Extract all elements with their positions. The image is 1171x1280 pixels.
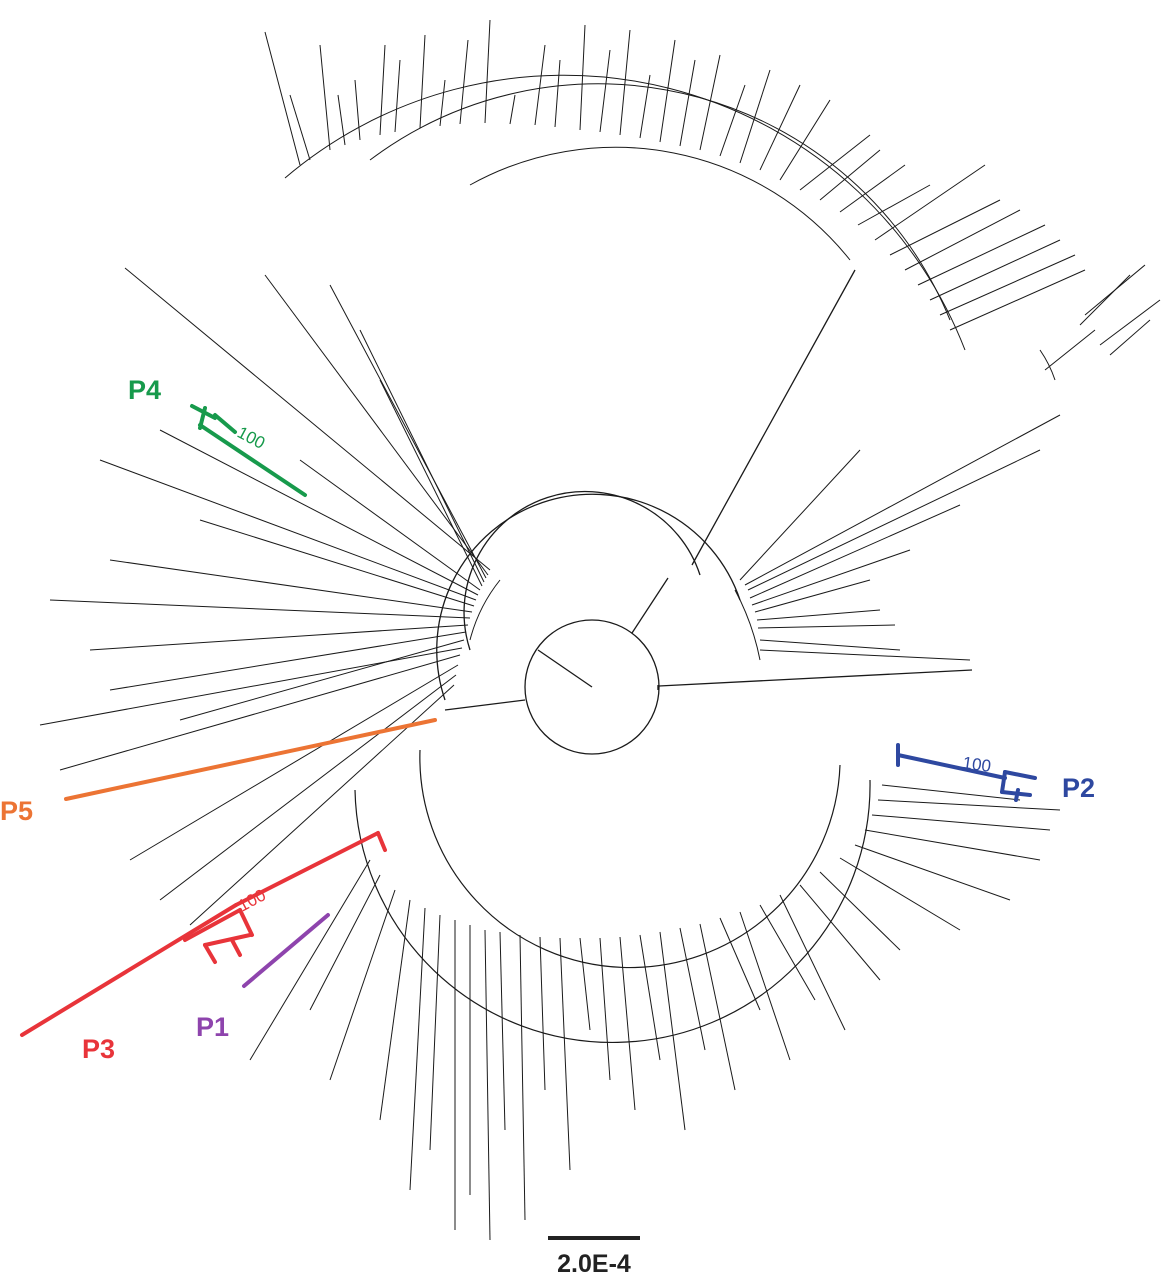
- right-middle-arc: [734, 589, 761, 661]
- root-connector-lower: [444, 699, 526, 711]
- tree-root-structure: [436, 269, 973, 755]
- label-p1: P1: [196, 1012, 229, 1042]
- inner-ring-arc: [436, 493, 741, 701]
- right-subtree-stem: [658, 669, 973, 687]
- label-p4: P4: [128, 375, 161, 405]
- root-branch: [537, 649, 593, 688]
- lower-main-arc: [354, 779, 871, 1044]
- clade-p4: [190, 404, 307, 497]
- scale-bar-label: 2.0E-4: [557, 1250, 631, 1278]
- upper-arc-outer: [284, 74, 966, 351]
- clade-p5: [64, 718, 437, 801]
- upper-subtree-stem: [691, 269, 856, 566]
- clade-p3: [20, 831, 387, 1037]
- inner-ring-arc-2: [463, 490, 701, 651]
- label-p3: P3: [82, 1034, 115, 1064]
- left-subtree: [39, 267, 501, 926]
- upper-subtree: [264, 19, 1086, 351]
- lower-leaf-branches: [249, 784, 1061, 1241]
- right-upper-arc: [1039, 349, 1056, 381]
- clade-p1: [242, 913, 330, 988]
- bootstrap-p4: 100: [234, 423, 268, 453]
- left-arc: [469, 579, 501, 641]
- clade-p2: [896, 743, 1037, 802]
- root-circle: [524, 619, 660, 755]
- scale-bar: 2.0E-4: [548, 1236, 640, 1278]
- root-connector-upper: [631, 577, 669, 634]
- label-p2: P2: [1062, 773, 1095, 803]
- label-p5: P5: [0, 796, 33, 826]
- bootstrap-p2: 100: [961, 753, 992, 776]
- lower-subtree: [354, 749, 871, 1044]
- upper-leaf-branches: [264, 19, 1086, 331]
- upper-arc-mid: [369, 83, 951, 321]
- upper-arc-inner: [469, 146, 851, 261]
- right-middle-subtree: [734, 414, 1061, 661]
- right-upper-clade: [1039, 264, 1161, 381]
